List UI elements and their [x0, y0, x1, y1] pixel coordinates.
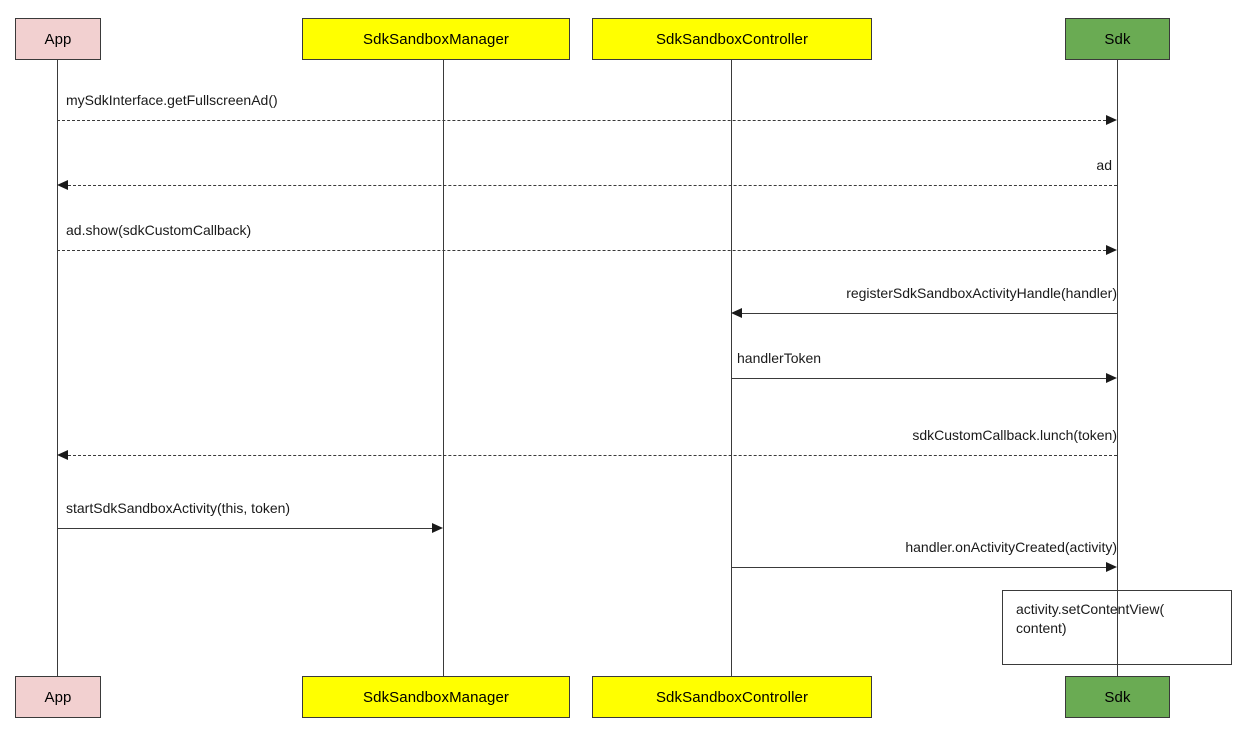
participant-label-app: App: [44, 30, 72, 48]
participant-footer-label-sdksandboxcontroller: SdkSandboxController: [655, 688, 809, 706]
participant-footer-label-sdk: Sdk: [1104, 688, 1131, 706]
participant-footer-label-sdksandboxmanager: SdkSandboxManager: [363, 688, 509, 706]
arrowhead-left-icon-2: [57, 180, 68, 190]
lifeline-sdksandboxmanager: [443, 60, 444, 676]
arrowhead-right-icon-8: [1106, 562, 1117, 572]
participant-header-sdksandboxmanager[interactable]: SdkSandboxManager: [302, 18, 570, 60]
note-line-1: activity.setContentView(: [1016, 601, 1165, 617]
message-line-2: [68, 185, 1117, 186]
arrowhead-right-icon-3: [1106, 245, 1117, 255]
arrowhead-right-icon-7: [432, 523, 443, 533]
participant-header-sdksandboxcontroller[interactable]: SdkSandboxController: [592, 18, 872, 60]
message-label-5: handlerToken: [737, 350, 822, 366]
lifeline-app: [57, 60, 58, 676]
lifeline-sdk: [1117, 60, 1118, 676]
participant-label-sdksandboxcontroller: SdkSandboxController: [655, 30, 809, 48]
message-label-3: ad.show(sdkCustomCallback): [66, 222, 252, 238]
participant-label-sdksandboxmanager: SdkSandboxManager: [363, 30, 509, 48]
message-line-1: [57, 120, 1106, 121]
message-label-7: startSdkSandboxActivity(this, token): [66, 500, 291, 516]
arrowhead-right-icon-5: [1106, 373, 1117, 383]
message-label-6: sdkCustomCallback.lunch(token): [912, 427, 1117, 443]
lifeline-sdksandboxcontroller: [731, 60, 732, 676]
note-line-2: content): [1016, 620, 1067, 636]
message-label-4: registerSdkSandboxActivityHandle(handler…: [846, 285, 1117, 301]
arrowhead-right-icon-1: [1106, 115, 1117, 125]
participant-footer-sdksandboxmanager[interactable]: SdkSandboxManager: [302, 676, 570, 718]
participant-footer-sdksandboxcontroller[interactable]: SdkSandboxController: [592, 676, 872, 718]
participant-footer-sdk[interactable]: Sdk: [1065, 676, 1170, 718]
message-line-6: [68, 455, 1117, 456]
message-line-7: [57, 528, 432, 529]
participant-header-sdk[interactable]: Sdk: [1065, 18, 1170, 60]
message-label-8: handler.onActivityCreated(activity): [905, 539, 1117, 555]
participant-label-sdk: Sdk: [1104, 30, 1131, 48]
message-line-3: [57, 250, 1106, 251]
message-line-8: [731, 567, 1106, 568]
message-line-4: [742, 313, 1117, 314]
arrowhead-left-icon-4: [731, 308, 742, 318]
participant-footer-label-app: App: [44, 688, 72, 706]
arrowhead-left-icon-6: [57, 450, 68, 460]
message-label-2: ad: [1096, 157, 1112, 173]
participant-header-app[interactable]: App: [15, 18, 101, 60]
message-label-1: mySdkInterface.getFullscreenAd(): [66, 92, 278, 108]
message-line-5: [731, 378, 1106, 379]
participant-footer-app[interactable]: App: [15, 676, 101, 718]
